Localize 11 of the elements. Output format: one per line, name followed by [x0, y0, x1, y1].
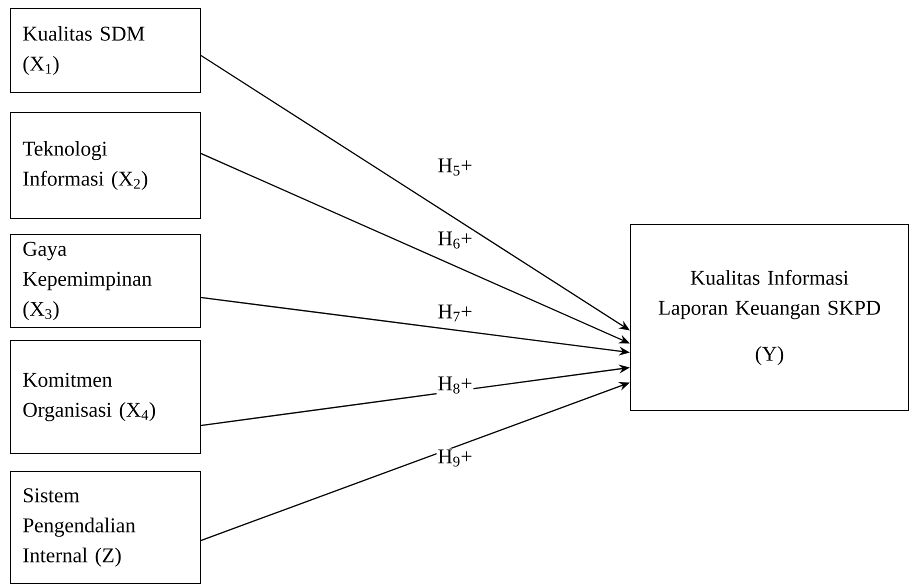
edge-label: H$_{9}$+: [436, 448, 474, 468]
variable-box: Komitmen Organisasi (X$_{4}$): [10, 340, 201, 454]
variable-box: Sistem Pengendalian Internal (Z): [10, 471, 201, 584]
variable-box: Gaya Kepemimpinan (X$_{3}$): [10, 234, 201, 328]
variable-box: Teknologi Informasi (X$_{2}$): [10, 112, 201, 219]
variable-box: Kualitas Informasi Laporan Keuangan SKPD (Y): [630, 224, 909, 411]
edge-label: H$_{7}$+: [436, 304, 474, 322]
edge-label: H$_{8}$+: [436, 376, 474, 394]
edge-label: H$_{5}$+: [436, 158, 474, 176]
edge-label: H$_{6}$+: [436, 230, 474, 250]
variable-box: Kualitas SDM (X$_{1}$): [10, 8, 201, 93]
